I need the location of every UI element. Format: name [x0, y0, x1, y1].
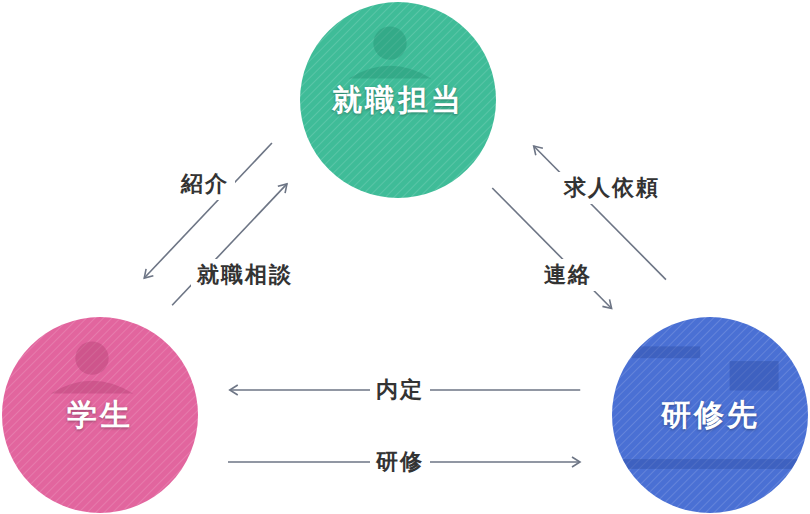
edge-label: 研修 [370, 446, 430, 478]
circle-fill [612, 317, 808, 513]
node-title: 学生 [67, 395, 133, 436]
node-title: 就職担当 [332, 80, 464, 121]
circle-node: 研修先 [612, 317, 808, 513]
flow-arrow [144, 143, 272, 278]
photo-hint [51, 342, 133, 394]
node-title: 研修先 [661, 395, 760, 436]
circle-fill [2, 317, 198, 513]
edge-label: 就職相談 [191, 259, 299, 291]
edge-label: 内定 [370, 374, 430, 406]
edge-label: 紹介 [175, 168, 235, 200]
edge-label: 連絡 [538, 259, 598, 291]
flow-arrow [492, 188, 611, 309]
circle-node: 就職担当 [300, 2, 496, 198]
circle-fill [300, 2, 496, 198]
photo-hint [622, 346, 798, 469]
photo-hint [349, 27, 431, 79]
circle-node: 学生 [2, 317, 198, 513]
edge-label: 求人依頼 [558, 172, 666, 204]
